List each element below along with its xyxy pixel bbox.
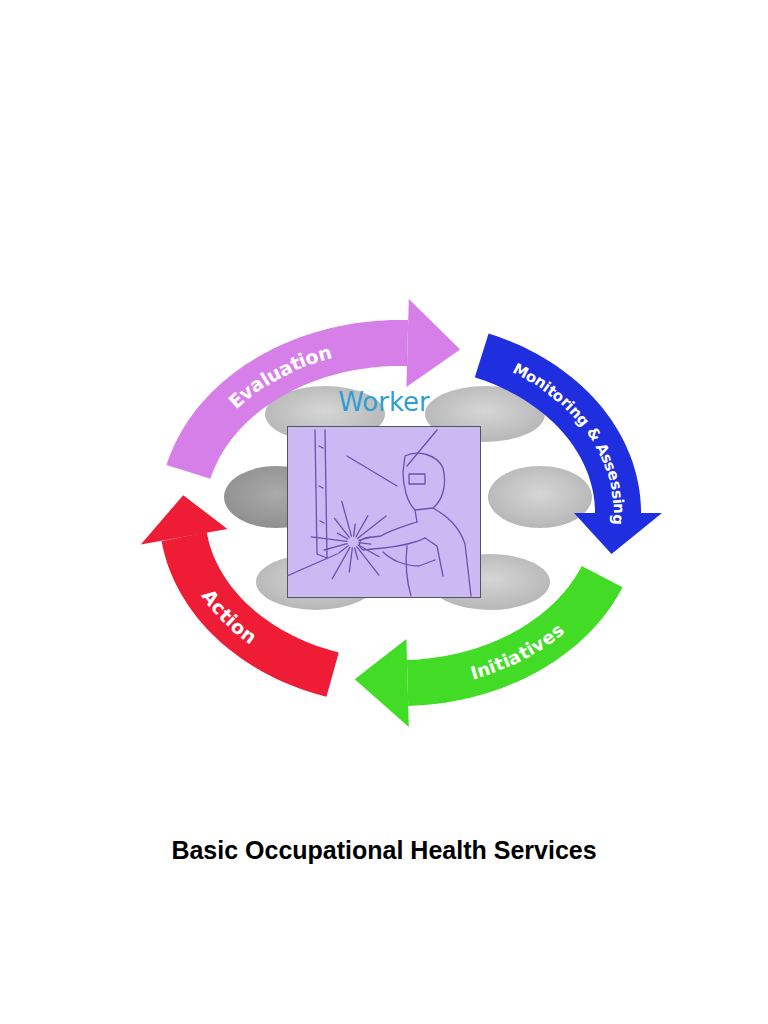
label-letter: n (238, 624, 260, 647)
spark-ray (357, 547, 379, 575)
label-letter: i (541, 380, 554, 395)
wall-mark (319, 446, 324, 523)
label-letter: o (228, 616, 250, 639)
spark-ray (359, 537, 371, 540)
spark-ray (311, 537, 347, 541)
label-letter: i (523, 640, 537, 659)
label-letter: i (563, 399, 577, 413)
label-letter: v (236, 381, 257, 404)
label-letter: a (505, 647, 524, 668)
node-heading: Worker (287, 384, 481, 424)
label-letter: t (516, 643, 532, 663)
label-letter: & (583, 425, 603, 444)
label-letter: c (208, 597, 230, 618)
lower-arm (383, 552, 435, 566)
diagram-title: Basic Occupational Health Services (0, 836, 768, 865)
label-letter: s (607, 479, 624, 491)
worker-box: Worker (287, 384, 481, 598)
monitoring-arrow-head (574, 513, 662, 554)
spark-ray (342, 502, 352, 537)
label-letter: g (610, 514, 626, 525)
welder-illustration (287, 426, 481, 598)
spark-ray (339, 546, 349, 553)
spark-ray (359, 543, 371, 545)
label-letter: t (287, 353, 303, 374)
label-letter: a (246, 373, 267, 396)
label-letter: n (610, 503, 625, 514)
spark-ray (354, 524, 356, 536)
label-letter: a (276, 357, 296, 380)
helmet-window (409, 474, 425, 522)
spark-ray (349, 548, 352, 572)
arrow-label: Initiatives (309, 531, 648, 729)
spark-ray (355, 548, 358, 560)
action-arrow: Action (136, 449, 379, 720)
arrow-label: Action (136, 449, 379, 720)
picture-frame (288, 427, 481, 598)
label-letter: n (475, 660, 493, 681)
spark-ray (324, 544, 347, 550)
label-letter: e (604, 469, 621, 483)
cycle-arrows (141, 299, 662, 727)
body-outline (406, 538, 443, 596)
label-letter: s (609, 489, 625, 500)
label-letter: o (550, 387, 568, 405)
label-letter: o (523, 368, 540, 386)
label-letter: t (492, 654, 507, 674)
label-letter: g (573, 411, 591, 429)
label-letter: s (598, 451, 615, 465)
label-letter (590, 436, 606, 448)
label-letter: E (226, 389, 248, 412)
label-letter: n (566, 403, 584, 421)
label-letter: M (510, 361, 530, 381)
label-letter: i (610, 498, 625, 504)
label-letter: i (500, 652, 513, 671)
label-letter: u (263, 363, 284, 386)
label-letter: o (302, 346, 321, 368)
action-arrow-head (141, 495, 228, 544)
label-letter: n (532, 374, 549, 392)
spark-ray (356, 516, 368, 537)
label-letter: A (199, 586, 223, 609)
label-letter (580, 420, 595, 433)
label-letter: n (315, 343, 333, 365)
label-letter: s (601, 460, 618, 473)
label-letter: r (558, 394, 574, 410)
spark-ray (358, 545, 379, 557)
monitoring-arrow-body (482, 355, 618, 513)
label-letter: v (528, 634, 548, 655)
label-letter: i (222, 612, 240, 630)
label-letter: A (593, 441, 612, 458)
gray-ellipse (488, 466, 592, 528)
label-letter: l (257, 370, 273, 390)
spark-ray (358, 516, 386, 538)
label-letter: i (486, 657, 498, 676)
welding-arm (359, 522, 425, 550)
label-letter: t (216, 605, 236, 625)
label-letter: i (296, 351, 309, 371)
evaluation-arrow-head (406, 299, 460, 387)
label-letter: I (469, 663, 480, 682)
label-letter: s (547, 620, 567, 641)
initiatives-arrow-head (355, 639, 409, 727)
label-letter: t (545, 383, 560, 399)
label-letter: e (538, 627, 558, 649)
initiatives-arrow: Initiatives (309, 531, 648, 729)
light-ray (287, 430, 437, 576)
